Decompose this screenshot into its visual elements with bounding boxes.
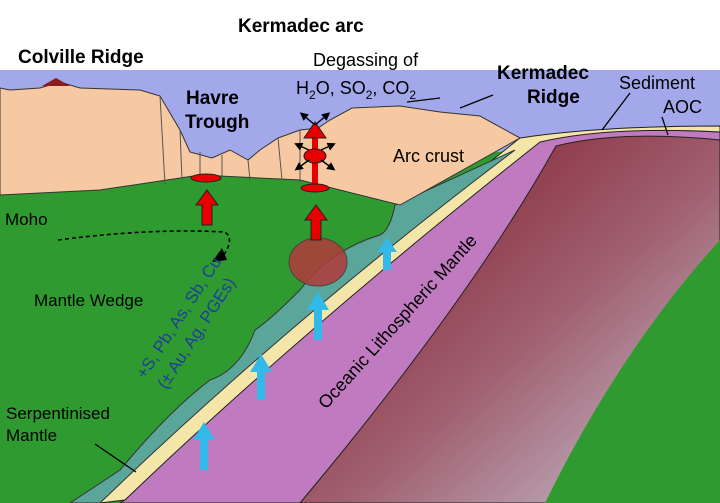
serpentinised-leader (94, 443, 137, 473)
kermadec-ridge-leader (459, 94, 494, 109)
kermadec-arc-label: Kermadec arc (238, 16, 364, 37)
serpentinised-label-1: Serpentinised (6, 404, 110, 423)
fault-lines (159, 95, 301, 186)
arc-crust-label: Arc crust (393, 146, 464, 166)
leader-lines (94, 92, 669, 473)
arc-crust (0, 81, 522, 206)
havre-trough-label-1: Havre (186, 88, 239, 109)
fluid-arrows (193, 238, 397, 470)
volcano-conduit (300, 121, 330, 193)
degassing-leader (406, 97, 441, 103)
moho-arrowhead (212, 248, 227, 262)
degassing-arrows (294, 112, 336, 171)
serpentinised-label-2: Mantle (6, 426, 57, 445)
havre-magma-pool (190, 173, 222, 183)
mantle-wedge-label: Mantle Wedge (34, 291, 143, 310)
colville-peak (42, 78, 70, 86)
colville-ridge-label: Colville Ridge (18, 47, 144, 68)
kermadec-ridge-label-1: Kermadec (497, 63, 589, 84)
moho-line (57, 230, 231, 261)
degassing-label-1: Degassing of (313, 50, 419, 70)
sediment-label: Sediment (619, 73, 695, 93)
magma-ascent-arrows (195, 189, 328, 241)
aoc-label: AOC (663, 97, 702, 117)
moho-label: Moho (5, 210, 48, 229)
havre-trough-label-2: Trough (185, 112, 249, 133)
melt-zone (288, 237, 348, 287)
degassing-label-2: H2O, SO2, CO2 (296, 78, 416, 102)
sediment-leader (601, 92, 631, 131)
aoc-leader (661, 116, 669, 136)
deep-mantle-right (545, 240, 720, 503)
kermadec-ridge-label-2: Ridge (527, 87, 580, 108)
